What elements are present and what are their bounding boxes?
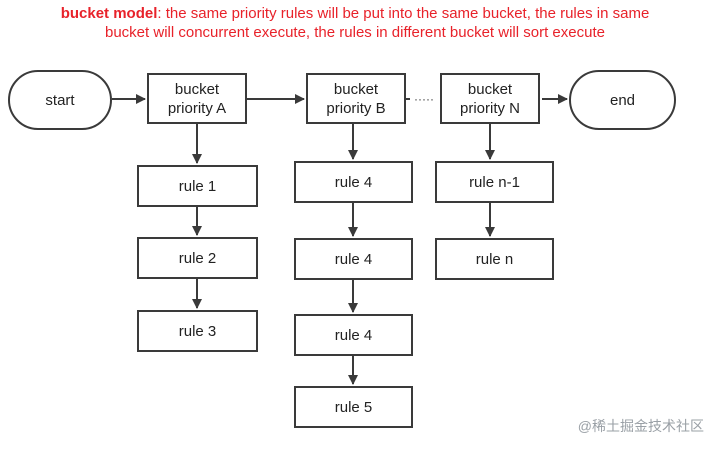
caption-text: : the same priority rules will be put in…	[105, 5, 650, 41]
end-node: end	[569, 70, 676, 130]
rule-3-box: rule 3	[137, 310, 258, 352]
diagram-caption: bucket model: the same priority rules wi…	[60, 4, 650, 42]
rule-label: rule 4	[334, 173, 373, 191]
rule-label: rule 5	[334, 398, 373, 416]
caption-bold: bucket model	[60, 5, 158, 22]
rule-n-box: rule n	[435, 238, 554, 280]
rule-label: rule 2	[178, 249, 217, 267]
start-label: start	[45, 91, 75, 109]
rule-5-box: rule 5	[294, 386, 413, 428]
rule-label: rule 3	[178, 322, 217, 340]
start-node: start	[8, 70, 112, 130]
bucket-a-line2: priority A	[167, 99, 227, 117]
bucket-priority-b: bucket priority B	[306, 73, 406, 124]
bucket-n-line2: priority N	[459, 99, 520, 117]
rule-label: rule 4	[334, 250, 373, 268]
rule-label: rule n-1	[469, 173, 520, 191]
bucket-n-line1: bucket	[467, 80, 513, 98]
end-label: end	[609, 91, 636, 109]
rule-2-box: rule 2	[137, 237, 258, 279]
bucket-priority-a: bucket priority A	[147, 73, 247, 124]
rule-label: rule n	[475, 250, 514, 268]
watermark-text: @稀土掘金技术社区	[577, 418, 704, 434]
rule-4c-box: rule 4	[294, 314, 413, 356]
rule-label: rule 1	[178, 177, 217, 195]
rule-4a-box: rule 4	[294, 161, 413, 203]
rule-n-1-box: rule n-1	[435, 161, 554, 203]
bucket-a-line1: bucket	[174, 80, 220, 98]
bucket-b-line1: bucket	[333, 80, 379, 98]
rule-1-box: rule 1	[137, 165, 258, 207]
rule-4b-box: rule 4	[294, 238, 413, 280]
rule-label: rule 4	[334, 326, 373, 344]
bucket-priority-n: bucket priority N	[440, 73, 540, 124]
bucket-b-line2: priority B	[326, 99, 386, 117]
ellipsis-dots: ·····	[414, 92, 434, 106]
